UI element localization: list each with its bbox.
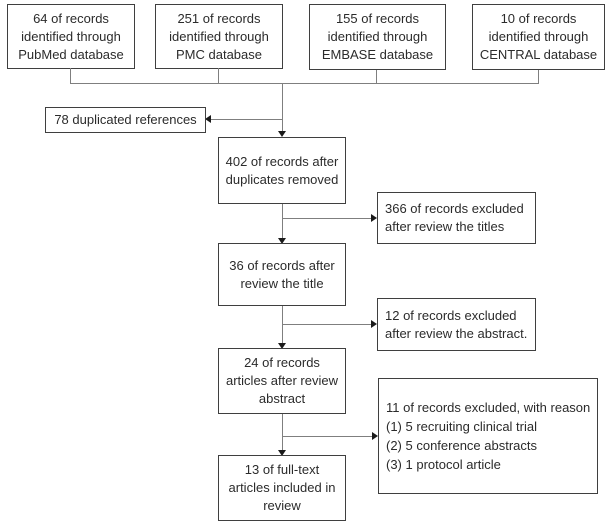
connector-excluded-reasons-branch [282,436,373,437]
arrowhead-to-after-duplicates [278,131,286,137]
connector-stub-central [538,70,539,83]
connector-stub-embase [376,70,377,83]
node-pubmed-line3: PubMed database [18,46,124,62]
arrowhead-to-after-title [278,238,286,244]
node-central: 10 of records identified through CENTRAL… [472,4,605,70]
node-pmc-line1: 251 of records [177,10,261,26]
connector-main-1 [282,83,283,132]
node-embase-line2: identified through [327,29,428,44]
node-pubmed: 64 of records identified through PubMed … [7,4,135,69]
node-excluded-reasons: 11 of records excluded, with reason (1) … [378,378,598,494]
node-excluded-abstract-line2: after review the abstract. [385,325,528,341]
connector-stub-pmc [218,68,219,83]
node-after-title-line2: review the title [240,275,324,291]
node-pmc-line3: PMC database [176,46,262,62]
connector-excluded-titles-branch [282,218,372,219]
node-included-line1: 13 of full-text [244,462,320,477]
node-after-title-line1: 36 of records after [229,257,335,273]
node-central-line3: CENTRAL database [479,47,598,62]
node-excluded-titles-line1: 366 of records excluded [385,201,524,216]
connector-main-2 [282,204,283,239]
node-after-duplicates-line2: duplicates removed [225,171,339,187]
connector-main-4 [282,414,283,451]
arrowhead-to-duplicates [205,115,211,123]
connector-gather-line [70,83,539,84]
node-excluded-abstract-line1: 12 of records excluded [385,307,517,323]
node-included-line2: articles included in [228,480,336,495]
connector-stub-pubmed [70,68,71,83]
node-after-title: 36 of records after review the title [218,243,346,306]
node-excluded-reasons-line3: (2) 5 conference abstracts [386,438,538,453]
node-pubmed-line1: 64 of records [33,10,109,26]
node-duplicates-line1: 78 duplicated references [54,112,197,127]
node-duplicates: 78 duplicated references [45,107,206,133]
node-excluded-reasons-line4: (3) 1 protocol article [386,457,501,472]
arrowhead-to-included [278,450,286,456]
arrowhead-to-excluded-abstract [371,320,377,328]
node-pmc: 251 of records identified through PMC da… [155,4,283,69]
node-included: 13 of full-text articles included in rev… [218,455,346,521]
arrowhead-to-excluded-titles [371,214,377,222]
arrowhead-to-excluded-reasons [372,432,378,440]
node-embase: 155 of records identified through EMBASE… [309,4,446,70]
node-central-line1: 10 of records [500,11,577,26]
node-excluded-titles-line2: after review the titles [385,219,505,234]
node-excluded-abstract: 12 of records excluded after review the … [377,298,536,351]
node-pmc-line2: identified through [169,28,269,44]
node-after-abstract: 24 of records articles after review abst… [218,348,346,414]
connector-main-3 [282,306,283,344]
node-central-line2: identified through [488,29,589,44]
node-after-abstract-line3: abstract [258,391,306,406]
connector-duplicates-branch [211,119,282,120]
node-excluded-titles: 366 of records excluded after review the… [377,192,536,244]
node-excluded-reasons-line1: 11 of records excluded, with reason [386,400,591,415]
node-after-abstract-line2: articles after review [226,373,338,388]
connector-excluded-abstract-branch [282,324,372,325]
node-embase-line3: EMBASE database [321,47,434,62]
node-after-duplicates: 402 of records after duplicates removed [218,137,346,204]
node-after-duplicates-line1: 402 of records after [225,153,339,169]
node-after-abstract-line1: 24 of records [244,355,320,370]
node-embase-line1: 155 of records [335,11,420,26]
node-excluded-reasons-line2: (1) 5 recruiting clinical trial [386,419,537,434]
arrowhead-to-after-abstract [278,343,286,349]
node-pubmed-line2: identified through [21,28,121,44]
node-included-line3: review [263,498,301,513]
